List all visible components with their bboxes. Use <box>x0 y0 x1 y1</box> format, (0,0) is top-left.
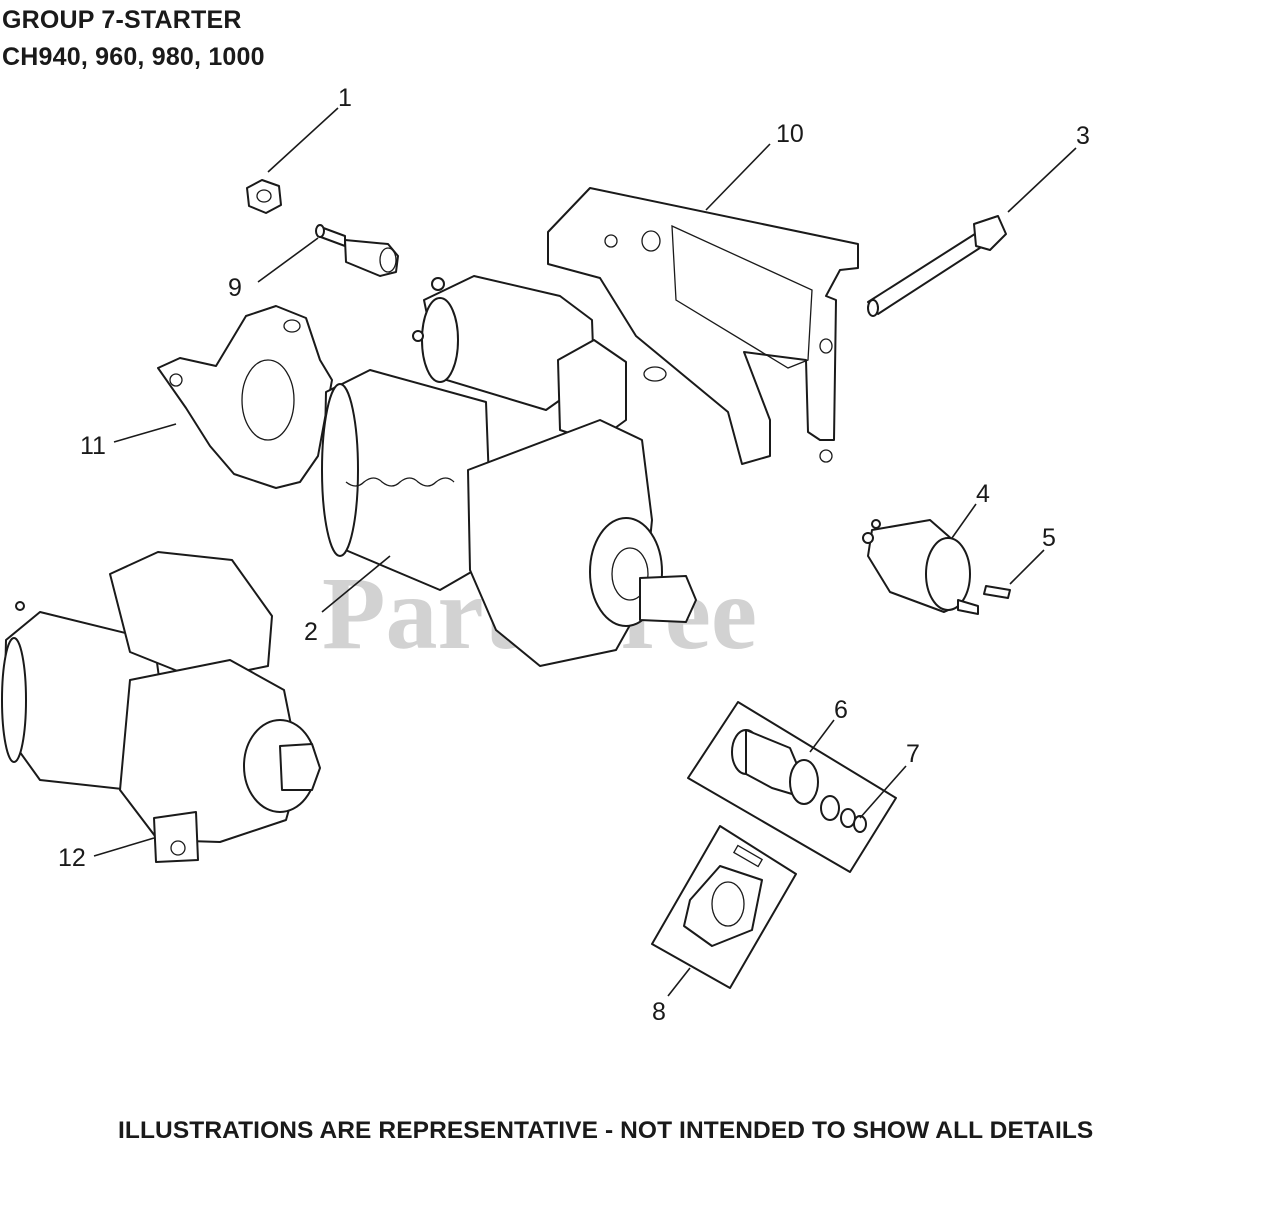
callout-6: 6 <box>834 696 848 724</box>
callout-3: 3 <box>1076 122 1090 150</box>
disclaimer-note: ILLUSTRATIONS ARE REPRESENTATIVE - NOT I… <box>118 1117 1094 1144</box>
part-12-starter[interactable] <box>1 551 321 863</box>
model-list: CH940, 960, 980, 1000 <box>2 43 265 71</box>
callout-5: 5 <box>1042 524 1056 552</box>
part-2-starter[interactable] <box>321 275 697 667</box>
part-6-7-drive-kit[interactable] <box>687 701 897 873</box>
callout-7: 7 <box>906 740 920 768</box>
diagram-title: GROUP 7-STARTER <box>2 6 242 34</box>
part-11-plate[interactable] <box>157 305 333 489</box>
callout-2: 2 <box>304 618 318 646</box>
callout-11: 11 <box>80 432 106 460</box>
part-4-solenoid[interactable] <box>862 519 979 615</box>
callout-9: 9 <box>228 274 242 302</box>
callout-8: 8 <box>652 998 666 1026</box>
callout-1: 1 <box>338 84 352 112</box>
leader-lines <box>93 107 1077 997</box>
callout-4: 4 <box>976 480 990 508</box>
callout-10: 10 <box>776 120 804 148</box>
part-1-nut[interactable] <box>246 179 282 214</box>
part-3-bolt[interactable] <box>867 215 1007 317</box>
part-10-bracket[interactable] <box>547 187 859 465</box>
part-8-drive-end[interactable] <box>651 825 797 989</box>
part-9-stud[interactable] <box>315 224 399 277</box>
callouts: 1 9 10 3 11 2 4 5 6 7 8 12 <box>58 84 1090 1026</box>
part-5-screw[interactable] <box>983 585 1011 599</box>
callout-12: 12 <box>58 844 86 872</box>
